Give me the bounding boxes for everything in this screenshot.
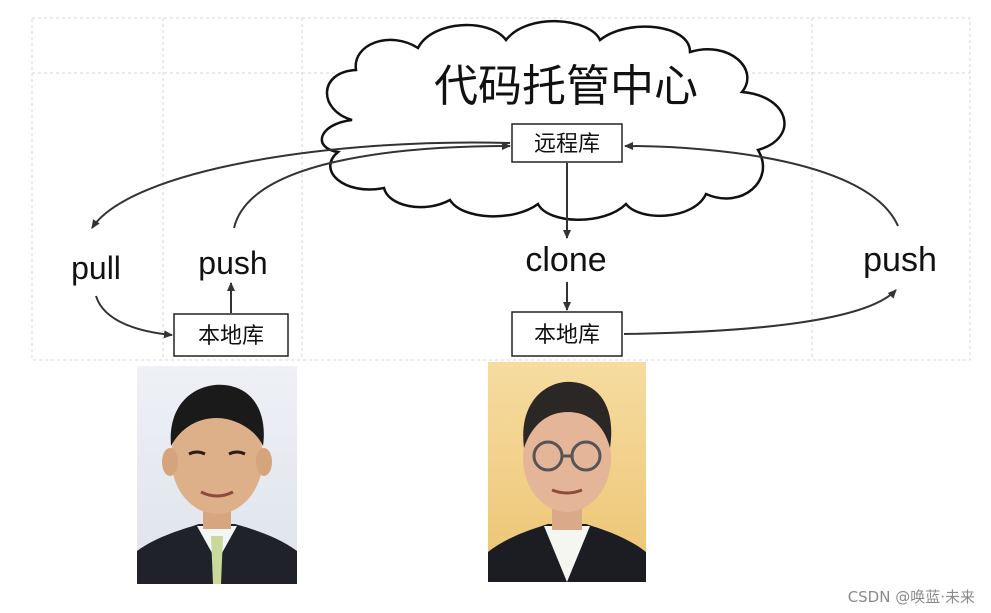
cloud-shape: [320, 20, 786, 221]
cloud-title: 代码托管中心: [434, 61, 698, 112]
left-push-arrow-to-remote: [233, 142, 511, 229]
pull-arrow-from-remote: [91, 141, 511, 229]
left-push-label: push: [198, 245, 267, 281]
pull-arrow-to-local: [95, 295, 173, 339]
watermark-text: CSDN @唤蓝·未来: [847, 588, 975, 606]
left-local-repo-box: [173, 313, 289, 357]
right-push-label: push: [863, 241, 937, 279]
right-push-arrow-from-local: [623, 289, 897, 335]
remote-repo-label: 远程库: [534, 132, 600, 157]
portrait-photo-right: [488, 362, 646, 582]
pull-label: pull: [71, 250, 121, 286]
right-local-repo-box: [511, 311, 623, 357]
left-local-repo-label: 本地库: [198, 324, 264, 349]
right-local-repo-label: 本地库: [534, 323, 600, 348]
right-push-arrow-to-remote: [624, 142, 899, 227]
portrait-photo-left: [137, 366, 297, 584]
clone-label: clone: [525, 241, 606, 279]
remote-repo-box: [511, 123, 623, 163]
